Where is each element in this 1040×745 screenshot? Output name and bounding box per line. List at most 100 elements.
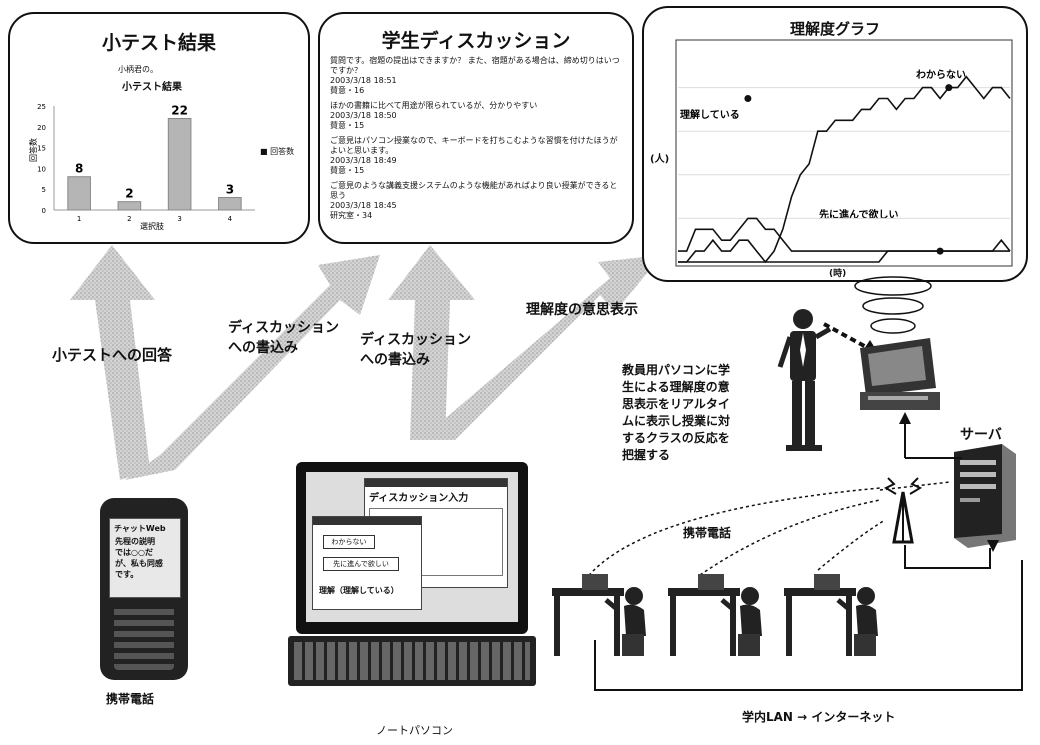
ann-understand: 理解している (680, 108, 740, 121)
phone-caption: 携帯電話 (106, 692, 155, 706)
teacher-figure (777, 309, 832, 451)
quiz-y-tick: 15 (37, 145, 46, 153)
teacher-text-line: するクラスの反応を (622, 431, 730, 445)
post-body: ご意見はパソコン授業なので、キーボードを打ちこむような習慣を付けたほうがよいと思… (330, 136, 618, 155)
phone-message-line: 先程の説明 (115, 537, 155, 546)
laptop-caption: ノートパソコン (376, 724, 453, 737)
teacher-text-line: 生による理解度の意 (622, 380, 730, 394)
post-date: 2003/3/18 18:50 (330, 111, 397, 120)
phone-header: チャットWeb (114, 524, 166, 533)
discussion-title: 学生ディスカッション (381, 30, 571, 52)
graph-series-line (678, 238, 1011, 263)
post-body: 質問です。宿題の提出はできますか？ また、宿題がある場合は、締め切りはいつですか… (330, 56, 620, 75)
laptop: ディスカッション入力 わからない 先に進んで欲しい 理解（理解している） (296, 462, 528, 634)
ann-dont-understand: わからない (916, 69, 966, 81)
graph-frame (675, 39, 1013, 267)
graph-series-marker (744, 95, 752, 102)
mobile-phone: チャットWeb 先程の説明では○○だが、私も同感です。 (100, 498, 188, 680)
teacher-text-line: 把握する (622, 448, 671, 462)
phone-keypad (114, 606, 174, 670)
graph-title: 理解度グラフ (789, 20, 880, 38)
quiz-bar-value: 3 (226, 183, 234, 197)
server-icon (954, 444, 1016, 548)
laptop-keyboard (288, 636, 536, 686)
btn-dont-understand[interactable]: わからない (323, 535, 375, 549)
graph-plot: 理解している わからない 先に進んで欲しい (675, 39, 1013, 267)
discussion-post-list: 質問です。宿題の提出はできますか？ また、宿題がある場合は、締め切りはいつですか… (330, 56, 622, 226)
graph-xlabel: (時) (829, 269, 847, 279)
graph-ylabel: (人) (650, 154, 670, 165)
student-desk-1 (552, 574, 646, 656)
lan-caption: 学内LAN → インターネット (742, 710, 896, 724)
mobile-network-label: 携帯電話 (683, 526, 732, 540)
laptop-screen: ディスカッション入力 わからない 先に進んで欲しい 理解（理解している） (306, 472, 518, 622)
teacher-text-line: 教員用パソコンに学 (622, 363, 731, 377)
ann-go-ahead: 先に進んで欲しい (819, 208, 899, 221)
student-desk-2 (668, 574, 762, 656)
arrow-understanding (420, 255, 662, 440)
quiz-bar (117, 201, 142, 211)
quiz-bar (218, 197, 242, 211)
quiz-y-label: 回答数 (28, 138, 38, 162)
quiz-legend: ■ 回答数 (260, 147, 295, 156)
label-discussion-2a: ディスカッション (360, 332, 472, 348)
teacher-description: 教員用パソコンに学生による理解度の意思表示をリアルタイムに表示し授業に対するクラ… (622, 362, 730, 464)
quiz-y-tick: 5 (42, 186, 46, 194)
label-understanding-expression: 理解度の意思表示 (526, 302, 638, 318)
btn-go-ahead[interactable]: 先に進んで欲しい (323, 557, 399, 571)
quiz-bar-value: 8 (75, 162, 83, 176)
quiz-x-tick: 2 (127, 215, 131, 223)
post-meta: 研究室・34 (330, 211, 373, 220)
graph-series-marker (945, 84, 953, 92)
quiz-result-panel: 小テスト結果 小柄君の。 小テスト結果 ■ 回答数 回答数 選択肢 0 5 10 15… (8, 12, 310, 244)
teacher-text-line: ムに表示し授業に対 (622, 414, 731, 428)
teacher-pc (854, 276, 940, 410)
phone-message-line: が、私も同感 (115, 559, 163, 568)
quiz-x-tick: 4 (228, 215, 233, 223)
discussion-post: 質問です。宿題の提出はできますか？ また、宿題がある場合は、締め切りはいつですか… (330, 56, 622, 96)
phone-message: 先程の説明では○○だが、私も同感です。 (110, 536, 180, 580)
quiz-y-tick: 25 (37, 103, 46, 111)
response-status: 理解（理解している） (319, 586, 399, 595)
quiz-bar (167, 117, 192, 211)
graph-series-marker (936, 247, 944, 255)
quiz-x-label: 選択肢 (140, 221, 164, 231)
phone-message-line: では○○だ (115, 548, 153, 557)
phone-screen: チャットWeb 先程の説明では○○だが、私も同感です。 (109, 518, 181, 598)
discussion-post: ご意見はパソコン授業なので、キーボードを打ちこむような習慣を付けたほうがよいと思… (330, 136, 622, 176)
server-label: サーバ (960, 427, 1002, 443)
post-meta: 賛意・15 (330, 121, 365, 130)
arrow-quiz-answer (70, 245, 155, 480)
quiz-sub2: 小テスト結果 (122, 82, 182, 93)
discussion-panel: 学生ディスカッション 質問です。宿題の提出はできますか？ また、宿題がある場合は… (318, 12, 634, 244)
input-window-title: ディスカッション入力 (369, 493, 469, 504)
label-discussion-1b: への書込み (228, 340, 298, 356)
quiz-y-tick: 10 (37, 165, 46, 173)
post-body: ご意見のような講義支援システムのような機能があればより良い授業ができると思う (330, 181, 618, 200)
post-meta: 賛意・15 (330, 166, 365, 175)
post-date: 2003/3/18 18:51 (330, 76, 397, 85)
quiz-bar-value: 22 (171, 103, 188, 117)
post-date: 2003/3/18 18:45 (330, 201, 397, 210)
phone-message-line: です。 (115, 570, 139, 579)
quiz-sub1: 小柄君の。 (118, 65, 158, 74)
post-meta: 賛意・16 (330, 86, 365, 95)
student-desk-3 (784, 574, 878, 656)
quiz-y-tick: 20 (37, 124, 46, 132)
quiz-bar-value: 2 (125, 187, 133, 201)
arrow-discussion-write-2 (388, 245, 475, 440)
understanding-graph-panel: 理解度グラフ (人) (時) 理解している わからない 先に進んで欲しい (642, 6, 1028, 282)
post-body: ほかの書籍に比べて用途が限られているが、分かりやすい (330, 101, 538, 110)
label-quiz-answer: 小テストへの回答 (52, 346, 173, 364)
quiz-y-tick: 0 (42, 207, 46, 215)
label-discussion-1a: ディスカッション (228, 320, 340, 336)
quiz-bar (67, 176, 91, 211)
teacher-text-line: 思表示をリアルタイ (622, 397, 730, 411)
quiz-title: 小テスト結果 (101, 32, 216, 54)
quiz-x-tick: 3 (177, 215, 181, 223)
graph-series-line (678, 75, 1011, 264)
